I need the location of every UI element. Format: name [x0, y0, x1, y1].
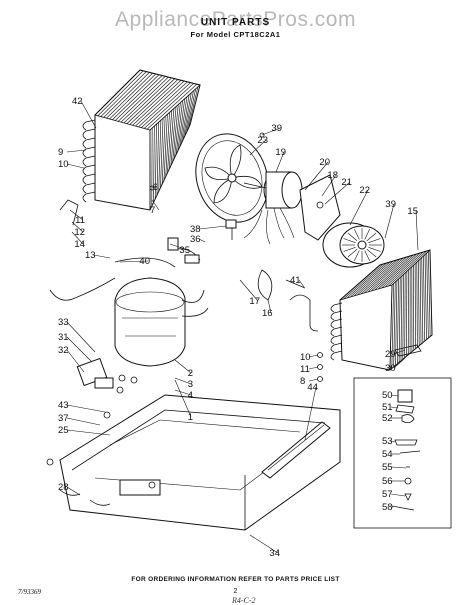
callout-number: 4 [188, 390, 193, 401]
callout-number: 8 [300, 376, 305, 387]
overload-protector [77, 358, 113, 388]
callout-number: 18 [327, 170, 338, 181]
callout-number: 15 [407, 206, 418, 217]
callout-number: 37 [58, 413, 69, 424]
callout-number: 20 [319, 157, 330, 168]
callout-number: 11 [75, 215, 85, 226]
callout-number: 12 [74, 227, 85, 238]
handwritten-note: R4-C-2 [232, 596, 256, 605]
callout-number: 55 [382, 462, 393, 473]
callout-number: 56 [382, 476, 393, 487]
callout-number: 9 [58, 147, 63, 158]
callout-number: 39 [271, 123, 282, 134]
small-parts-box [354, 378, 451, 528]
callout-number: 22 [359, 185, 370, 196]
callout-number: 7 [150, 205, 155, 216]
callout-number: 30 [385, 363, 396, 374]
callout-leader [67, 418, 100, 425]
callout-leader [67, 322, 95, 352]
callout-number: 39 [385, 199, 396, 210]
callout-number: 28 [58, 482, 69, 493]
callout-number: 52 [382, 413, 393, 424]
ordering-note: FOR ORDERING INFORMATION REFER TO PARTS … [0, 576, 471, 583]
callout-number: 51 [382, 402, 393, 413]
callout-number: 42 [72, 96, 83, 107]
condenser-coil [83, 70, 200, 210]
callout-number: 29 [385, 349, 396, 360]
callout-number: 13 [85, 250, 96, 261]
callout-number: 21 [341, 177, 352, 188]
callout-leader [391, 467, 406, 468]
callout-number: 19 [275, 147, 286, 158]
page-number: 2 [0, 588, 471, 595]
callout-number: 32 [58, 345, 69, 356]
callout-number: 17 [249, 296, 260, 307]
callout-leader [67, 350, 84, 372]
callout-number: 57 [382, 489, 393, 500]
callout-number: 44 [307, 382, 318, 393]
callout-number: 50 [382, 390, 393, 401]
callout-number: 40 [139, 256, 150, 267]
callout-number: 14 [74, 239, 85, 250]
callout-leader [81, 101, 96, 128]
callout-number: 41 [290, 275, 301, 286]
callout-leader [199, 226, 226, 229]
callout-number: 3 [188, 379, 193, 390]
callout-number: 43 [58, 400, 69, 411]
callout-number: 2 [188, 368, 193, 379]
callout-number: 34 [269, 548, 280, 559]
callout-leader [67, 337, 92, 362]
callout-number: 6 [153, 182, 158, 193]
callout-number: 11 [300, 364, 310, 375]
callout-leader [67, 164, 84, 168]
callout-leader [309, 379, 318, 381]
base-pan [60, 395, 340, 530]
callout-leader [391, 494, 405, 496]
callout-number: 23 [257, 135, 268, 146]
callout-number: 33 [58, 317, 69, 328]
callout-number: 53 [382, 436, 393, 447]
callout-number: 10 [300, 352, 311, 363]
callout-leader [94, 255, 110, 258]
callout-number: 54 [382, 449, 393, 460]
callout-number: 1 [188, 412, 193, 423]
callout-number: 10 [58, 159, 69, 170]
callout-number: 16 [262, 308, 273, 319]
callout-number: 35 [179, 245, 190, 256]
callout-number: 58 [382, 502, 393, 513]
callout-number: 31 [58, 332, 69, 343]
callout-leader [67, 405, 105, 412]
callout-leader [309, 367, 318, 369]
compressor [115, 278, 208, 366]
callout-number: 36 [190, 234, 201, 245]
callout-number: 25 [58, 425, 69, 436]
